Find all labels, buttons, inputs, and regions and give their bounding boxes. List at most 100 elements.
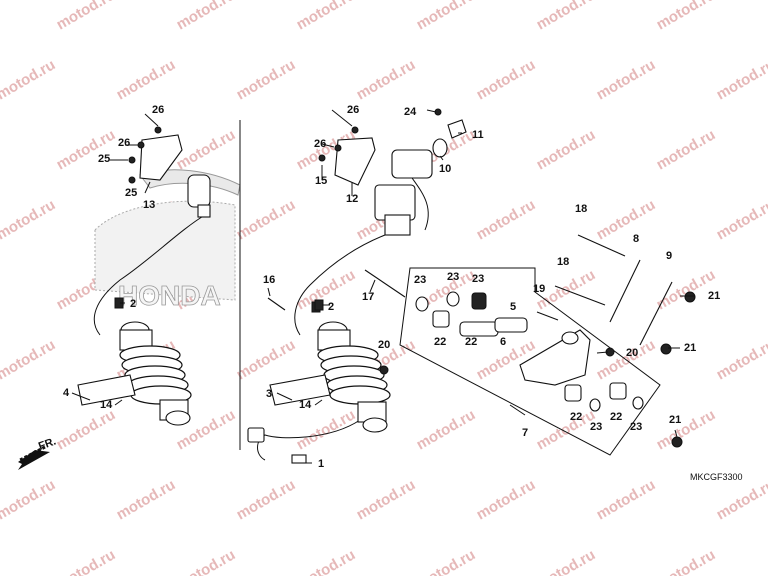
honda-logo: HONDA — [94, 169, 241, 311]
rods — [609, 259, 673, 346]
watermark-text: motod.ru — [0, 476, 58, 523]
callout-6: 6 — [500, 336, 506, 348]
callout-22: 22 — [610, 411, 622, 423]
callout-25: 25 — [98, 153, 110, 165]
watermark-text: motod.ru — [234, 336, 299, 383]
watermark-text: motod.ru — [174, 126, 239, 173]
callout-21: 21 — [708, 290, 720, 302]
callout-23: 23 — [447, 271, 459, 283]
callout-23: 23 — [590, 421, 602, 433]
callout-22: 22 — [465, 336, 477, 348]
watermark-text: motod.ru — [0, 336, 58, 383]
watermark-text: motod.ru — [54, 546, 119, 576]
bracket-12 — [318, 126, 376, 186]
callout-8: 8 — [633, 233, 639, 245]
callout-4: 4 — [63, 387, 70, 399]
callout-26: 26 — [347, 104, 359, 116]
watermark-text: motod.ru — [594, 196, 659, 243]
callout-23: 23 — [414, 274, 426, 286]
watermark-text: motod.ru — [534, 0, 599, 33]
callout-23: 23 — [630, 421, 642, 433]
callout-14: 14 — [100, 399, 113, 411]
callout-24: 24 — [404, 106, 417, 118]
honda-wordmark: HONDA — [118, 280, 221, 311]
direction-label: FR. — [37, 435, 58, 452]
callout-1: 1 — [318, 458, 324, 470]
watermark-text: motod.ru — [354, 56, 419, 103]
callout-11: 11 — [472, 129, 484, 141]
callout-22: 22 — [434, 336, 446, 348]
watermark-text: motod.ru — [114, 56, 179, 103]
callout-18: 18 — [557, 256, 569, 268]
callout-15: 15 — [315, 175, 327, 187]
link-arm-7 — [519, 329, 591, 386]
collars-and-seals — [415, 291, 644, 412]
watermark-text: motod.ru — [234, 196, 299, 243]
callout-25: 25 — [125, 187, 137, 199]
watermark-text: motod.ru — [294, 0, 359, 33]
callout-26: 26 — [152, 104, 164, 116]
watermark-text: motod.ru — [654, 0, 719, 33]
callout-14: 14 — [299, 399, 312, 411]
callout-9: 9 — [666, 250, 672, 262]
watermark-text: motod.ru — [714, 336, 768, 383]
callout-26: 26 — [118, 137, 130, 149]
watermark-text: motod.ru — [174, 0, 239, 33]
callout-10: 10 — [439, 163, 451, 175]
watermark-text: motod.ru — [54, 406, 119, 453]
callout-16: 16 — [263, 274, 275, 286]
leader-lines — [71, 109, 695, 464]
callout-2: 2 — [130, 298, 136, 310]
bolts-right — [536, 234, 626, 321]
callout-18: 18 — [575, 203, 587, 215]
watermark-text: motod.ru — [294, 266, 359, 313]
callout-21: 21 — [684, 342, 696, 354]
callout-12: 12 — [346, 193, 358, 205]
callout-17: 17 — [362, 291, 374, 303]
callout-21: 21 — [669, 414, 681, 426]
watermark-text: motod.ru — [594, 56, 659, 103]
watermark-text: motod.ru — [294, 546, 359, 576]
callout-26: 26 — [314, 138, 326, 150]
callout-20: 20 — [626, 347, 638, 359]
bracket-13 — [128, 126, 183, 184]
watermark-text: motod.ru — [714, 476, 768, 523]
watermark-text: motod.ru — [414, 546, 479, 576]
watermark-text: motod.ru — [0, 196, 58, 243]
watermark-text: motod.ru — [474, 56, 539, 103]
callout-layer: 2626252513241426261512241110162172031412… — [63, 104, 720, 470]
watermark-text: motod.ru — [114, 476, 179, 523]
callout-5: 5 — [510, 301, 516, 313]
rear-shock-right — [247, 149, 433, 464]
watermark-text: motod.ru — [714, 56, 768, 103]
watermark-text: motod.ru — [594, 476, 659, 523]
rear-shock-left — [77, 174, 211, 426]
callout-23: 23 — [472, 273, 484, 285]
diagram-code: MKCGF3300 — [690, 472, 743, 482]
callout-7: 7 — [522, 427, 528, 439]
watermark-text: motod.ru — [654, 546, 719, 576]
watermark-text: motod.ru — [54, 126, 119, 173]
linkage-box — [399, 267, 661, 456]
watermark-text: motod.ru — [234, 56, 299, 103]
watermark-text: motod.ru — [474, 196, 539, 243]
watermark-text: motod.ru — [474, 476, 539, 523]
callout-22: 22 — [570, 411, 582, 423]
watermark-text: motod.ru — [654, 406, 719, 453]
watermark-text: motod.ru — [714, 196, 768, 243]
watermark-text: motod.ru — [0, 56, 58, 103]
front-direction-indicator: FR. — [18, 435, 58, 470]
callout-2: 2 — [328, 301, 334, 313]
watermark-text: motod.ru — [414, 406, 479, 453]
watermark-text: motod.ru — [534, 126, 599, 173]
watermark-text: motod.ru — [414, 0, 479, 33]
watermark-text: motod.ru — [174, 546, 239, 576]
watermark-text: motod.ru — [654, 126, 719, 173]
callout-20: 20 — [378, 339, 390, 351]
watermark-text: motod.ru — [534, 406, 599, 453]
watermark-text: motod.ru — [234, 476, 299, 523]
watermark-text: motod.ru — [294, 406, 359, 453]
watermark-text: motod.ru — [534, 546, 599, 576]
callout-3: 3 — [266, 388, 272, 400]
